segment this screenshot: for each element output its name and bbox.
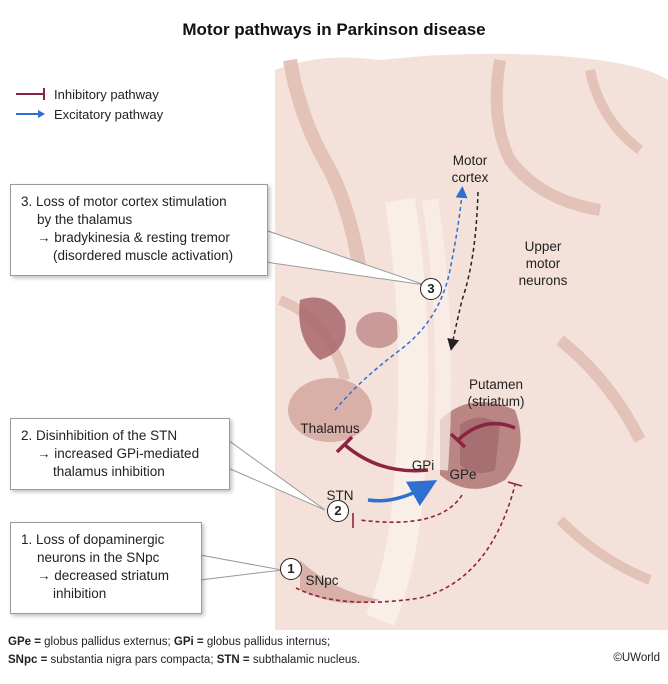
legend-inhibitory-label: Inhibitory pathway <box>54 86 159 102</box>
legend-excitatory: Excitatory pathway <box>14 104 163 124</box>
callout-3-line1: 3. Loss of motor cortex stimulation <box>21 194 227 209</box>
striatum-gpe-inhibition <box>456 421 516 442</box>
callout-3-line2: by the thalamus <box>37 212 133 227</box>
label-gpe: GPe <box>449 467 477 482</box>
gpe-stn-inhibition <box>359 494 463 523</box>
callout-1-line2: neurons in the SNpc <box>37 550 160 565</box>
gpi-thalamus-inhibition <box>343 443 429 473</box>
brain-tissue <box>275 53 668 630</box>
callout-1-pointer <box>199 554 283 581</box>
copyright: ©UWorld <box>613 652 660 664</box>
page-title: Motor pathways in Parkinson disease <box>182 20 486 39</box>
label-snpc: SNpc <box>305 573 339 588</box>
stn-gpi-excitation <box>367 480 438 507</box>
callout-1-line1: 1. Loss of dopaminergic <box>21 532 165 547</box>
callout-3-line3: → bradykinesia & resting tremor <box>37 230 230 245</box>
label-motor-cortex: Motor cortex <box>451 153 489 185</box>
label-stn: STN <box>326 488 354 503</box>
label-upper-motor-neurons: Upper motor neurons <box>518 239 568 288</box>
footer-line2: SNpc = substantia nigra pars compacta; S… <box>8 654 361 666</box>
callout-3-line4: (disordered muscle activation) <box>53 248 234 263</box>
footer-line1: GPe = globus pallidus externus; GPi = gl… <box>8 636 331 648</box>
marker-2: 2 <box>327 500 349 522</box>
callout-2-line3: thalamus inhibition <box>53 464 165 479</box>
upper-motor-neuron-pathway <box>447 191 479 351</box>
callout-stn-disinhibition: 2. Disinhibition of the STN → increased … <box>10 418 230 490</box>
legend: Inhibitory pathway Excitatory pathway <box>14 84 163 124</box>
marker-3: 3 <box>420 278 442 300</box>
marker-1: 1 <box>280 558 302 580</box>
callout-1-line4: inhibition <box>53 586 107 601</box>
inhibitory-line-icon <box>16 88 45 100</box>
callout-motor-cortex-loss: 3. Loss of motor cortex stimulation by t… <box>10 184 268 276</box>
callout-1-line3: → decreased striatum <box>37 568 170 583</box>
callout-dopaminergic-loss: 1. Loss of dopaminergic neurons in the S… <box>10 522 202 614</box>
thalamus-cortex-pathway <box>334 186 468 411</box>
callout-2-line2: → increased GPi-mediated <box>37 446 200 461</box>
callout-2-line1: 2. Disinhibition of the STN <box>21 428 178 443</box>
abbreviation-footer: GPe = globus pallidus externus; GPi = gl… <box>8 633 360 669</box>
legend-inhibitory: Inhibitory pathway <box>14 84 163 104</box>
label-putamen: Putamen (striatum) <box>467 377 525 409</box>
label-thalamus: Thalamus <box>300 421 360 436</box>
legend-excitatory-label: Excitatory pathway <box>54 106 164 122</box>
excitatory-arrow-icon <box>16 110 45 118</box>
snpc-striatum-pathway <box>295 484 516 604</box>
label-gpi: GPi <box>411 458 435 473</box>
